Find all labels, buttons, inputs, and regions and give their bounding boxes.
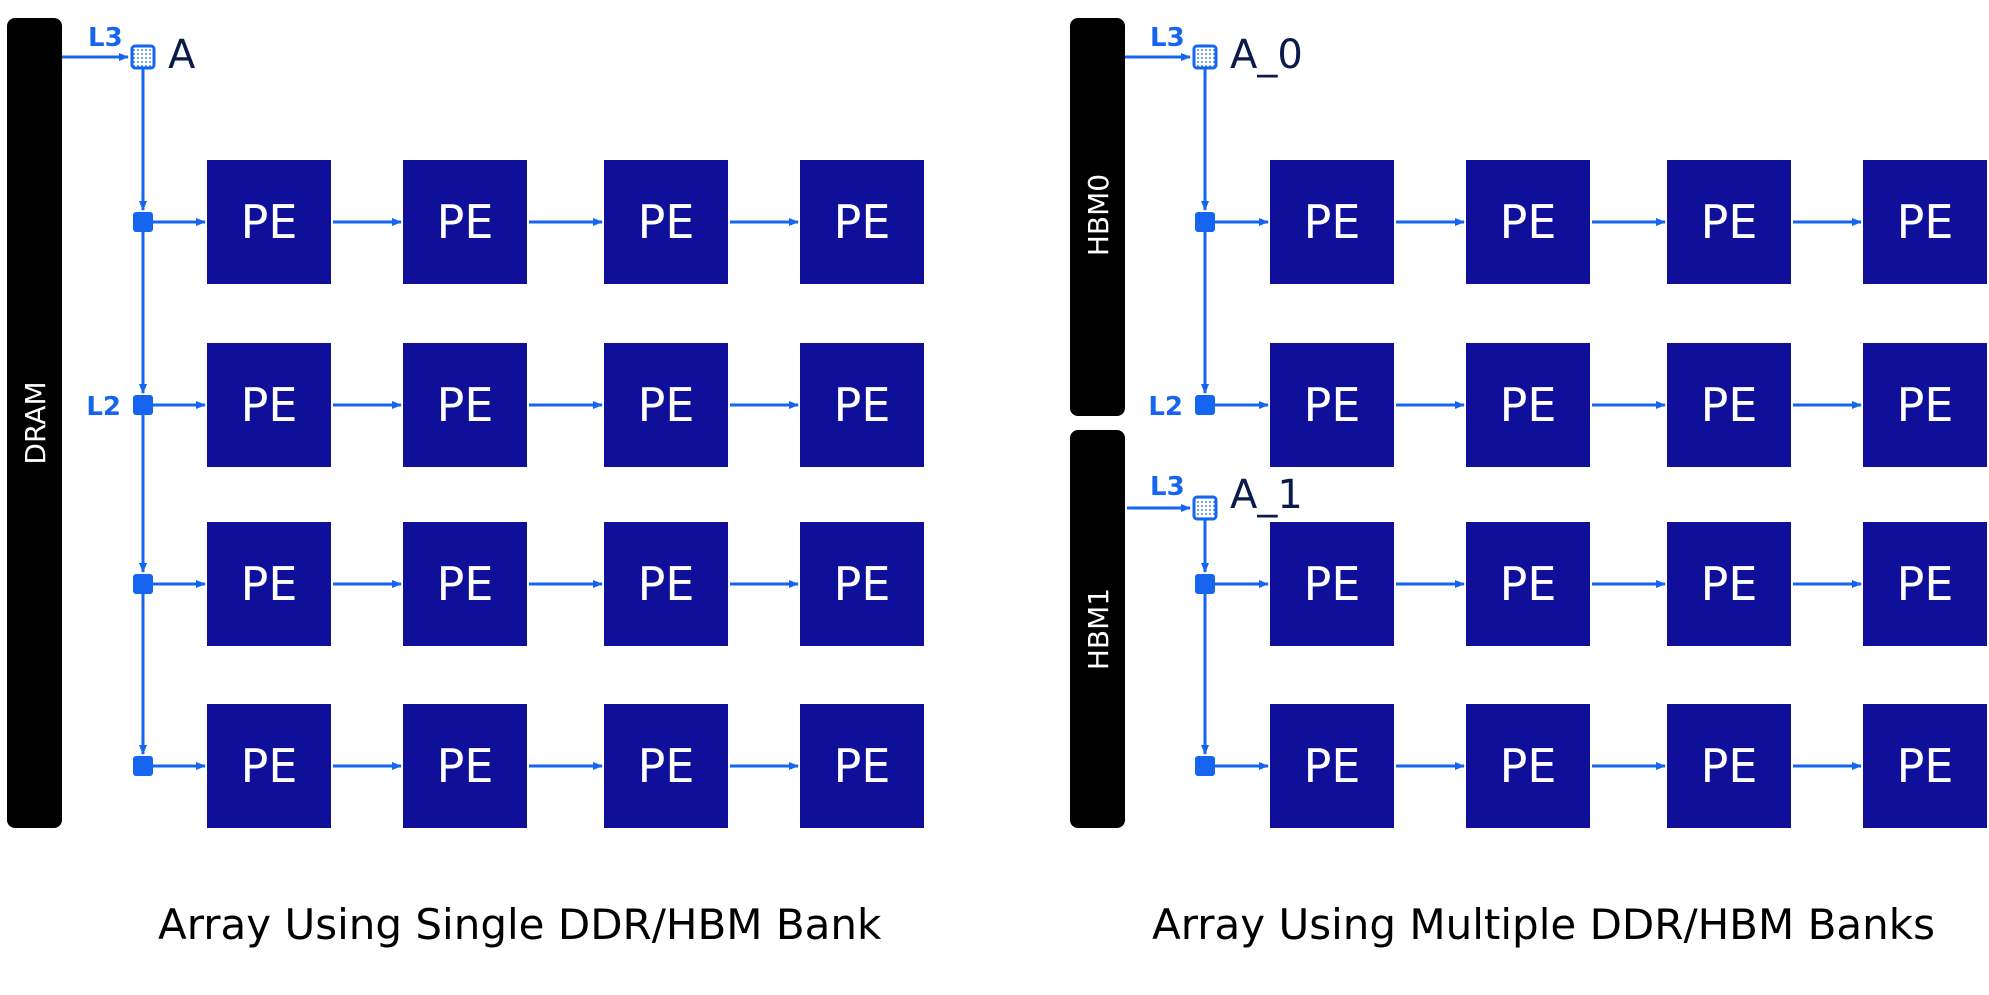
right-l2-node [1195,212,1215,232]
right-l2-label: L2 [1148,392,1183,422]
hbm0-memory-bar [1070,18,1125,416]
left-pe-box [207,160,331,284]
left-pe-box [604,343,728,467]
left-pe-label: PE [241,195,298,249]
left-l2-node [133,574,153,594]
left-pe-label: PE [834,557,891,611]
right-pe-label: PE [1897,739,1954,793]
right-pe-label: PE [1304,378,1361,432]
right-array-buffer-top [1192,44,1218,70]
left-pe-label: PE [241,378,298,432]
hbm0-label: HBM0 [1082,174,1115,256]
left-pe-label: PE [241,557,298,611]
left-l3-label: L3 [88,23,123,53]
right-pe-label: PE [1500,378,1557,432]
right-pe-box [1863,160,1987,284]
right-pe-box [1270,522,1394,646]
dram-label: DRAM [19,381,52,464]
right-pe-box [1466,704,1590,828]
left-pe-label: PE [834,378,891,432]
left-pe-label: PE [834,195,891,249]
right-pe-label: PE [1500,557,1557,611]
hbm1-memory-bar [1070,430,1125,828]
right-pe-box [1270,343,1394,467]
left-pe-label: PE [437,739,494,793]
right-pe-box [1863,522,1987,646]
hbm1-label: HBM1 [1082,588,1115,670]
right-pe-box [1270,160,1394,284]
right-l2-node [1195,395,1215,415]
left-pe-label: PE [638,195,695,249]
left-pe-label: PE [437,378,494,432]
left-pe-box [403,343,527,467]
left-pe-label: PE [437,195,494,249]
right-pe-label: PE [1897,195,1954,249]
left-pe-box [800,160,924,284]
right-pe-box [1863,343,1987,467]
left-caption: Array Using Single DDR/HBM Bank [158,900,882,949]
right-pe-label: PE [1701,739,1758,793]
left-pe-label: PE [638,378,695,432]
right-pe-label: PE [1500,195,1557,249]
right-pe-box [1667,160,1791,284]
right-pe-label: PE [1701,195,1758,249]
left-pe-box [604,160,728,284]
left-pe-box [403,160,527,284]
left-pe-label: PE [834,739,891,793]
right-caption: Array Using Multiple DDR/HBM Banks [1152,900,1935,949]
left-array-label: A [168,32,196,78]
left-pe-label: PE [241,739,298,793]
left-pe-box [403,704,527,828]
right-pe-box [1466,522,1590,646]
left-pe-box [800,343,924,467]
left-l2-node [133,756,153,776]
right-pe-box [1667,343,1791,467]
left-array-buffer [130,44,156,70]
right-pe-box [1667,704,1791,828]
right-pe-label: PE [1304,557,1361,611]
left-pe-label: PE [437,557,494,611]
left-l2-node [133,395,153,415]
right-l2-node [1195,756,1215,776]
left-pe-box [800,522,924,646]
left-pe-box [207,704,331,828]
dram-memory-bar [7,18,62,828]
left-pe-label: PE [638,557,695,611]
right-pe-box [1466,160,1590,284]
left-pe-box [403,522,527,646]
right-pe-label: PE [1897,378,1954,432]
left-pe-box [604,522,728,646]
right-array-buffer-bottom [1192,495,1218,521]
right-l3-label-bottom: L3 [1150,472,1185,502]
left-pe-box [207,343,331,467]
right-pe-box [1667,522,1791,646]
right-pe-label: PE [1701,557,1758,611]
right-array-label-bottom: A_1 [1230,472,1303,518]
right-l2-node [1195,574,1215,594]
left-l2-node [133,212,153,232]
right-pe-label: PE [1701,378,1758,432]
right-pe-label: PE [1897,557,1954,611]
left-l2-label: L2 [86,392,121,422]
right-pe-box [1466,343,1590,467]
right-pe-box [1270,704,1394,828]
right-pe-label: PE [1304,739,1361,793]
right-pe-box [1863,704,1987,828]
right-array-label-top: A_0 [1230,32,1303,78]
left-pe-box [207,522,331,646]
left-pe-box [800,704,924,828]
left-pe-box [604,704,728,828]
right-pe-label: PE [1304,195,1361,249]
right-pe-label: PE [1500,739,1557,793]
left-pe-label: PE [638,739,695,793]
right-l3-label-top: L3 [1150,23,1185,53]
